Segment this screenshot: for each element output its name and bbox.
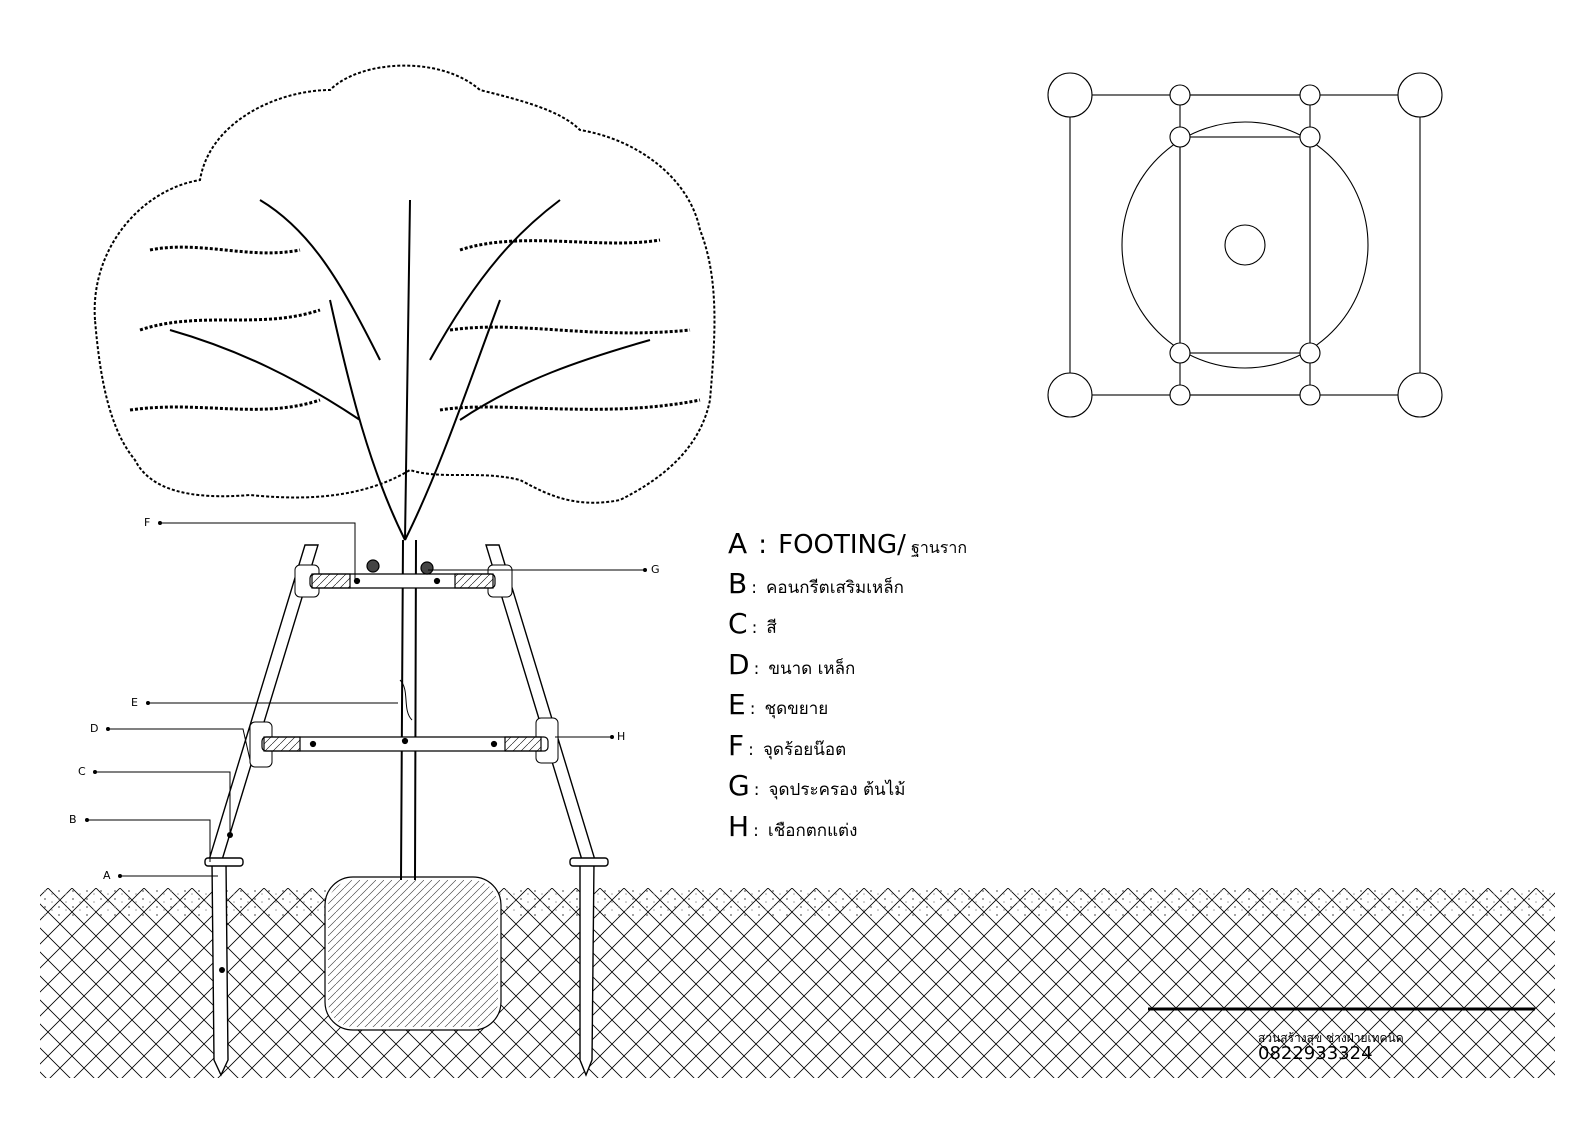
legend-sep: : bbox=[749, 699, 756, 719]
legend-subtext: ฐานราก bbox=[911, 538, 968, 557]
tree-branches bbox=[169, 199, 651, 541]
legend-letter: G bbox=[728, 769, 750, 802]
phone-number: 0822933324 bbox=[1258, 1043, 1373, 1064]
legend-item-c: C: สี bbox=[728, 606, 967, 647]
leader-lines bbox=[87, 522, 645, 877]
legend-sep: : bbox=[751, 577, 757, 598]
legend-text: คอนกรีตเสริมเหล็ก bbox=[766, 577, 904, 598]
leader-label-a: A bbox=[103, 869, 111, 882]
legend-item-g: G: จุดประครอง ต้นไม้ bbox=[728, 768, 967, 809]
legend-text: FOOTING/ bbox=[778, 530, 906, 560]
legend-text: จุดร้อยน๊อต bbox=[762, 739, 847, 760]
leader-label-b: B bbox=[69, 813, 77, 826]
legend-letter: C bbox=[728, 607, 748, 640]
legend-text: เชือกตกแต่ง bbox=[767, 820, 858, 841]
organization-name: สวนสร้างสุข ช่างฝ่ายเทคนิค bbox=[1258, 1031, 1404, 1045]
legend-letter: E bbox=[728, 688, 746, 721]
legend-sep: : bbox=[758, 530, 768, 560]
tree-trunk bbox=[399, 539, 417, 881]
leader-label-d: D bbox=[90, 722, 99, 735]
legend-sep: : bbox=[753, 658, 760, 679]
leader-label-h: H bbox=[617, 730, 626, 743]
ground-section bbox=[40, 888, 1555, 1078]
leader-dots bbox=[85, 521, 647, 973]
legend-item-b: B: คอนกรีตเสริมเหล็ก bbox=[728, 566, 967, 607]
legend-item-a: A : FOOTING/ ฐานราก bbox=[728, 526, 967, 566]
title-block: สวนสร้างสุข ช่างฝ่ายเทคนิค 0822933324 bbox=[1258, 1032, 1404, 1063]
leader-label-f: F bbox=[144, 516, 151, 529]
legend-text: สี bbox=[766, 618, 777, 638]
cross-bar-lower bbox=[261, 736, 549, 752]
legend-text: จุดประครอง ต้นไม้ bbox=[768, 780, 906, 800]
legend-text: ขนาด เหล็ก bbox=[768, 658, 856, 679]
rope-binding bbox=[249, 564, 559, 768]
legend-sep: : bbox=[748, 739, 754, 760]
legend-letter: D bbox=[728, 647, 750, 681]
legend-sep: : bbox=[753, 820, 759, 841]
stake-right bbox=[485, 544, 609, 1077]
plan-view bbox=[1047, 72, 1443, 418]
legend-item-d: D: ขนาด เหล็ก bbox=[728, 647, 967, 688]
leader-label-g: G bbox=[651, 563, 660, 576]
legend-item-e: E: ชุดขยาย bbox=[728, 687, 967, 728]
legend-letter: A bbox=[728, 527, 748, 560]
leader-label-c: C bbox=[78, 765, 86, 778]
cross-bar-upper bbox=[309, 559, 496, 589]
tree-canopy bbox=[93, 64, 716, 504]
legend-sep: : bbox=[753, 780, 760, 800]
legend-item-h: H: เชือกตกแต่ง bbox=[728, 809, 967, 850]
legend-letter: H bbox=[728, 809, 750, 843]
legend-letter: B bbox=[728, 566, 748, 600]
legend: A : FOOTING/ ฐานราก B: คอนกรีตเสริมเหล็ก… bbox=[728, 526, 967, 849]
legend-letter: F bbox=[728, 728, 745, 762]
legend-item-f: F: จุดร้อยน๊อต bbox=[728, 728, 967, 769]
leader-label-e: E bbox=[131, 696, 138, 709]
legend-sep: : bbox=[751, 618, 758, 638]
legend-text: ชุดขยาย bbox=[764, 699, 829, 719]
